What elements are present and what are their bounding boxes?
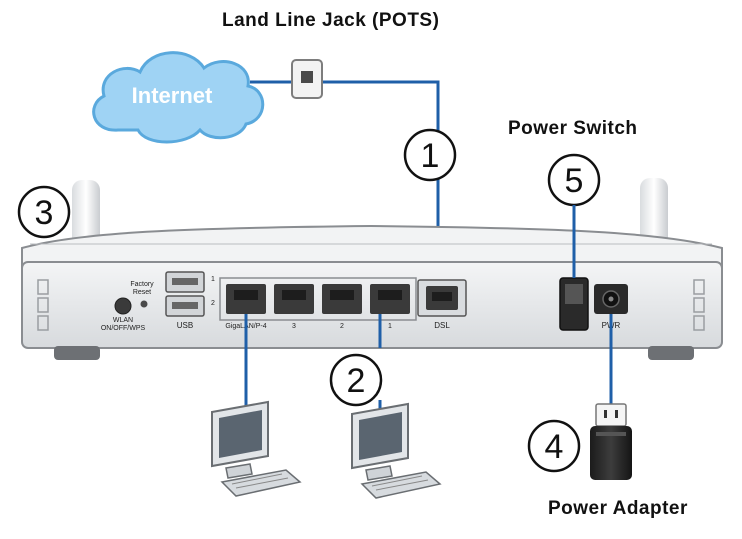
lan-port-p4[interactable] [226, 284, 266, 314]
callout-5: 5 [547, 153, 601, 207]
wlan-label-line2: ON/OFF/WPS [101, 325, 146, 332]
callout-2: 2 [329, 353, 383, 407]
power-adapter-title: Power Adapter [548, 498, 688, 519]
power-switch[interactable] [559, 277, 589, 331]
wlan-label-line1: WLAN [113, 317, 133, 324]
internet-cloud-icon: Internet [92, 51, 265, 144]
svg-text:5: 5 [565, 162, 584, 200]
dsl-label: DSL [434, 321, 450, 330]
lan-port-group [219, 277, 417, 321]
lan-port-2[interactable] [322, 284, 362, 314]
usb-port-1[interactable] [165, 271, 205, 293]
callout-1: 1 [403, 128, 457, 182]
svg-text:3: 3 [35, 194, 54, 232]
usb-label: USB [177, 321, 193, 330]
power-switch-title: Power Switch [508, 118, 638, 139]
usb-port-2-label: 2 [211, 300, 215, 307]
svg-text:1: 1 [421, 137, 440, 175]
wlan-wps-button[interactable] [114, 297, 132, 315]
lan-port-2-label: 2 [340, 323, 344, 330]
callout-4: 4 [527, 419, 581, 473]
lan-port-1-label: 1 [388, 323, 392, 330]
usb-port-1-label: 1 [211, 276, 215, 283]
factory-reset-label-line2: Reset [133, 289, 151, 296]
land-line-jack-icon [291, 59, 323, 99]
land-line-jack-title: Land Line Jack (POTS) [222, 10, 440, 31]
lan-port-3[interactable] [274, 284, 314, 314]
computer-1-icon [211, 400, 302, 497]
computer-2-icon [351, 402, 442, 499]
callout-3: 3 [17, 185, 71, 239]
internet-label: Internet [132, 83, 213, 108]
factory-reset-button[interactable] [140, 300, 148, 308]
wall-outlet-icon [595, 403, 627, 427]
power-jack[interactable] [594, 284, 628, 314]
power-adapter-icon [590, 426, 632, 480]
dsl-cable [250, 80, 440, 285]
lan-port-1[interactable] [370, 284, 410, 314]
svg-text:2: 2 [347, 362, 366, 400]
lan-port-3-label: 3 [292, 323, 296, 330]
dsl-port[interactable] [417, 279, 467, 317]
factory-reset-label-line1: Factory [130, 281, 154, 288]
usb-port-2[interactable] [165, 295, 205, 317]
svg-text:4: 4 [545, 428, 564, 466]
